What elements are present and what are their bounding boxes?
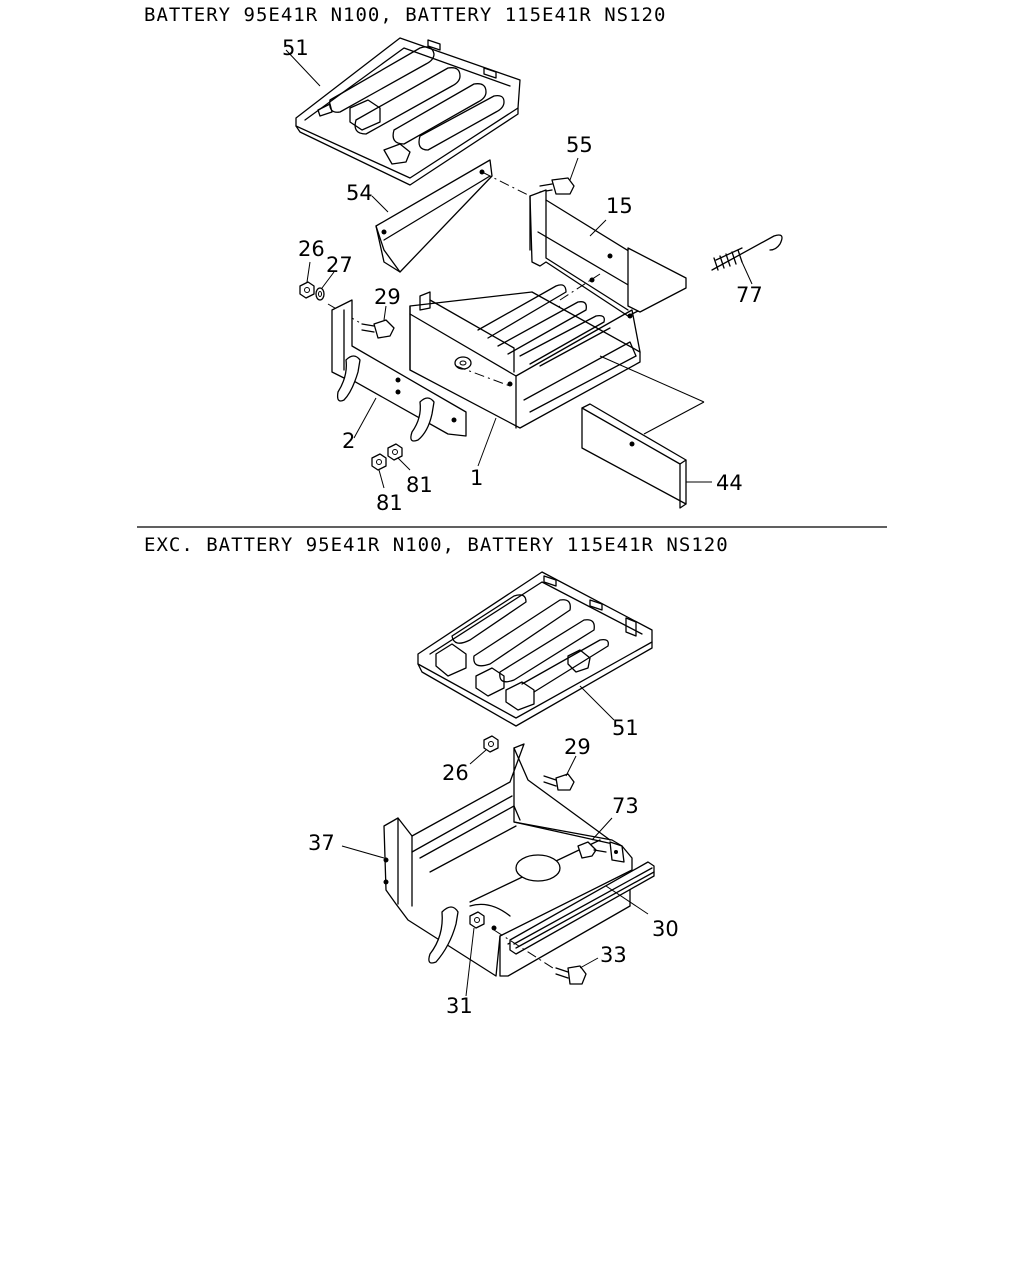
callout-30: 30	[652, 917, 679, 941]
callout-77: 77	[736, 283, 763, 307]
section-1-heading: BATTERY 95E41R N100, BATTERY 115E41R NS1…	[144, 4, 666, 26]
callout-26-alt: 26	[442, 761, 469, 785]
part-29-bolt-alt	[543, 773, 575, 791]
callout-81-a: 81	[376, 491, 403, 515]
part-51-cover	[295, 37, 521, 186]
callout-2: 2	[342, 429, 355, 453]
part-37-tray	[383, 743, 633, 977]
callout-33: 33	[600, 943, 627, 967]
callout-29: 29	[374, 285, 401, 309]
callout-44: 44	[716, 471, 743, 495]
part-51-cover-alt	[417, 571, 653, 727]
part-81-nut-b	[387, 443, 403, 461]
callout-15: 15	[606, 194, 633, 218]
part-30-rail	[509, 861, 655, 955]
section-2: EXC. BATTERY 95E41R N100, BATTERY 115E41…	[144, 534, 729, 1018]
callout-81-b: 81	[406, 473, 433, 497]
part-29-bolt	[361, 319, 395, 339]
callout-27: 27	[326, 253, 353, 277]
part-1-tray	[409, 284, 641, 429]
part-31-nut	[469, 911, 485, 929]
part-26-nut-alt	[483, 735, 499, 753]
part-54-plate	[375, 159, 493, 273]
callout-37: 37	[308, 831, 335, 855]
part-81-nut-a	[371, 453, 387, 471]
part-77-j-hook	[711, 234, 783, 271]
callout-29-alt: 29	[564, 735, 591, 759]
part-73-bolt	[577, 841, 607, 859]
callout-51: 51	[282, 36, 309, 60]
callout-31: 31	[446, 994, 473, 1018]
part-33-bolt	[555, 965, 587, 985]
callout-1: 1	[470, 466, 483, 490]
part-2-bracket	[331, 299, 467, 442]
callout-55: 55	[566, 133, 593, 157]
part-26-nut	[299, 281, 315, 299]
callout-54: 54	[346, 181, 373, 205]
callout-73: 73	[612, 794, 639, 818]
part-27-washer	[315, 287, 325, 301]
section-2-heading: EXC. BATTERY 95E41R N100, BATTERY 115E41…	[144, 534, 729, 556]
callout-51-alt: 51	[612, 716, 639, 740]
callout-26: 26	[298, 237, 325, 261]
section-1: BATTERY 95E41R N100, BATTERY 115E41R NS1…	[144, 4, 783, 515]
